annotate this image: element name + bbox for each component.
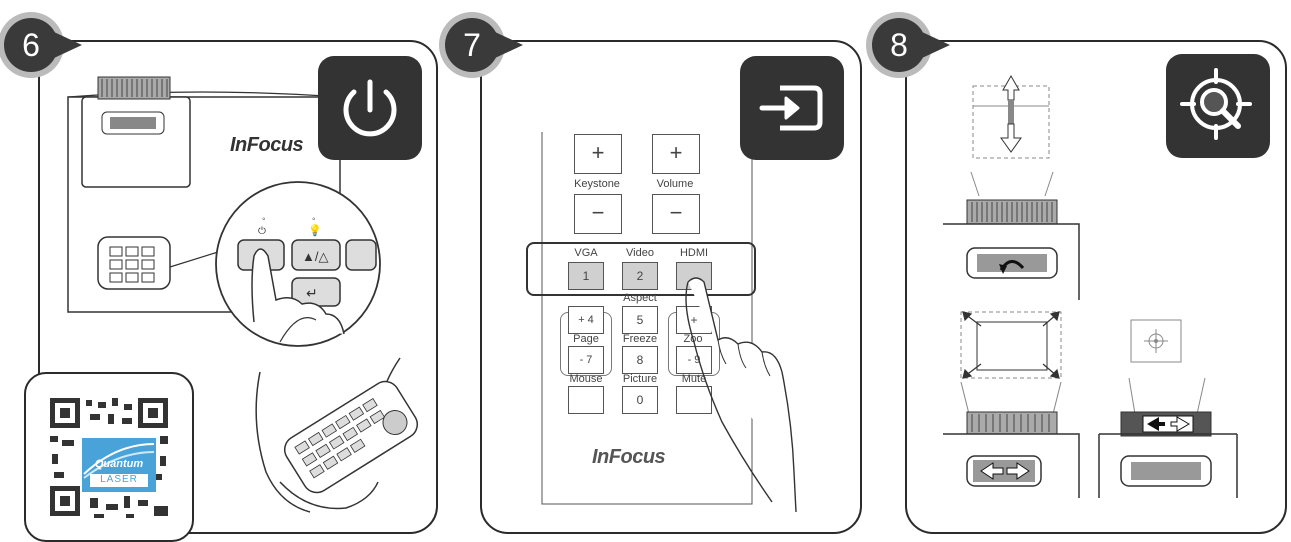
video-label: Video — [626, 247, 654, 259]
vga-button[interactable]: 1 — [568, 262, 604, 290]
mouse-label: Mouse — [569, 373, 603, 385]
mouse-button[interactable] — [568, 386, 604, 414]
projector-brand-logo: InFocus — [230, 134, 304, 156]
freeze-button[interactable]: 8 — [622, 346, 658, 374]
svg-text:↵: ↵ — [306, 285, 318, 301]
volume-plus-button[interactable]: + — [652, 134, 700, 174]
volume-label: Volume — [656, 178, 694, 190]
volume-minus-button[interactable]: − — [652, 194, 700, 234]
picture-label: Picture — [622, 373, 658, 385]
step-8-number: 8 — [890, 26, 908, 63]
zoom-down-button[interactable]: - 9 — [676, 346, 712, 374]
qr-code-box[interactable]: Quantum LASER — [24, 372, 194, 542]
svg-text:💡: 💡 — [308, 224, 322, 237]
aspect-label: Aspect — [623, 292, 657, 304]
step-7-badge: 7 — [445, 18, 523, 72]
focus-zoom-tile — [1166, 54, 1270, 158]
keystone-plus-button[interactable]: + — [574, 134, 622, 174]
qr-brand-line-2: LASER — [100, 474, 138, 485]
source-keys-highlight — [526, 242, 756, 296]
svg-text:▲/△: ▲/△ — [302, 249, 328, 264]
remote-brand-logo: InFocus — [592, 446, 666, 468]
power-button-tile — [318, 56, 422, 160]
step-6-number: 6 — [22, 26, 40, 63]
projector-power-illustration: ◦ ◦ ⏻ 💡 ▲/△ ↵ — [67, 76, 418, 513]
power-icon — [343, 79, 397, 137]
mute-label: Mute — [681, 373, 707, 385]
qr-brand-line-1: Quantum — [94, 458, 144, 470]
remote-outline — [541, 132, 753, 505]
freeze-label: Freeze — [622, 333, 658, 345]
keystone-label: Keystone — [574, 178, 620, 190]
mute-button[interactable] — [676, 386, 712, 414]
focus-zoom-icon — [1180, 68, 1252, 140]
svg-text:⏻: ⏻ — [258, 226, 266, 237]
step-7-number: 7 — [463, 26, 481, 63]
video-button[interactable]: 2 — [622, 262, 658, 290]
input-source-icon — [759, 85, 823, 131]
page-up-button[interactable]: + 4 — [568, 306, 604, 334]
vga-label: VGA — [574, 247, 598, 259]
svg-text:◦: ◦ — [262, 214, 266, 225]
step-8-badge: 8 — [872, 18, 950, 72]
hand-pressing-hdmi — [685, 277, 797, 513]
input-source-tile — [740, 56, 844, 160]
aspect-button[interactable]: 5 — [622, 306, 658, 334]
page-label: Page — [573, 333, 599, 345]
svg-text:◦: ◦ — [312, 214, 316, 225]
hdmi-label: HDMI — [679, 247, 709, 259]
step-6-badge: 6 — [4, 18, 82, 72]
picture-button[interactable]: 0 — [622, 386, 658, 414]
qr-code-icon — [50, 398, 168, 518]
page-down-button[interactable]: - 7 — [568, 346, 604, 374]
keystone-minus-button[interactable]: − — [574, 194, 622, 234]
focus-zoom-illustration — [943, 74, 1238, 498]
